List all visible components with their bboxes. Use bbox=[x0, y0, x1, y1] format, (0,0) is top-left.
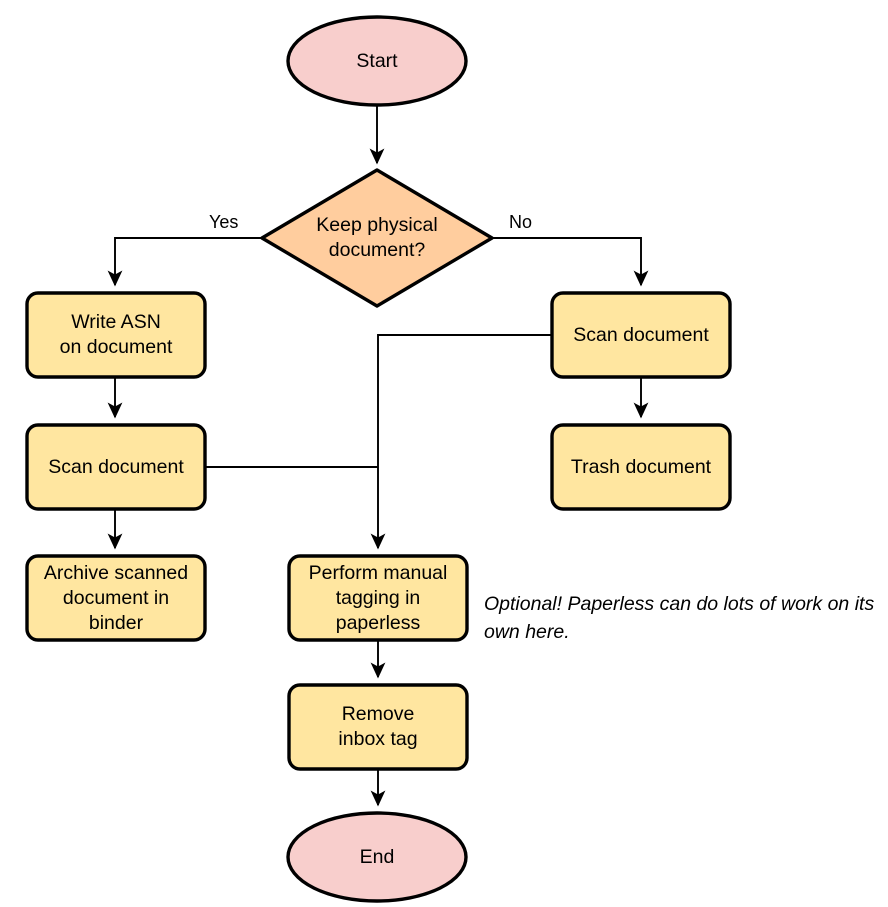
edge-scan-right-to-tagging bbox=[370, 334, 552, 550]
edge-label-no: No bbox=[509, 212, 533, 232]
node-archive-scanned-document[interactable] bbox=[25, 554, 207, 642]
node-trash-document[interactable] bbox=[550, 423, 732, 511]
node-decision-keep-physical[interactable] bbox=[260, 168, 494, 308]
node-perform-manual-tagging[interactable] bbox=[287, 554, 469, 642]
node-start[interactable] bbox=[286, 15, 468, 107]
node-scan-document-left[interactable] bbox=[25, 423, 207, 511]
node-scan-document-right[interactable] bbox=[550, 291, 732, 379]
node-remove-inbox-tag[interactable] bbox=[287, 683, 469, 771]
edge-decision-yes-to-write-asn bbox=[107, 237, 262, 287]
node-write-asn[interactable] bbox=[25, 291, 207, 379]
node-end[interactable] bbox=[286, 811, 468, 903]
edge-decision-no-to-scan-right bbox=[492, 237, 649, 287]
edge-label-yes: Yes bbox=[209, 212, 239, 232]
optional-note: Optional! Paperless can do lots of work … bbox=[484, 593, 875, 643]
